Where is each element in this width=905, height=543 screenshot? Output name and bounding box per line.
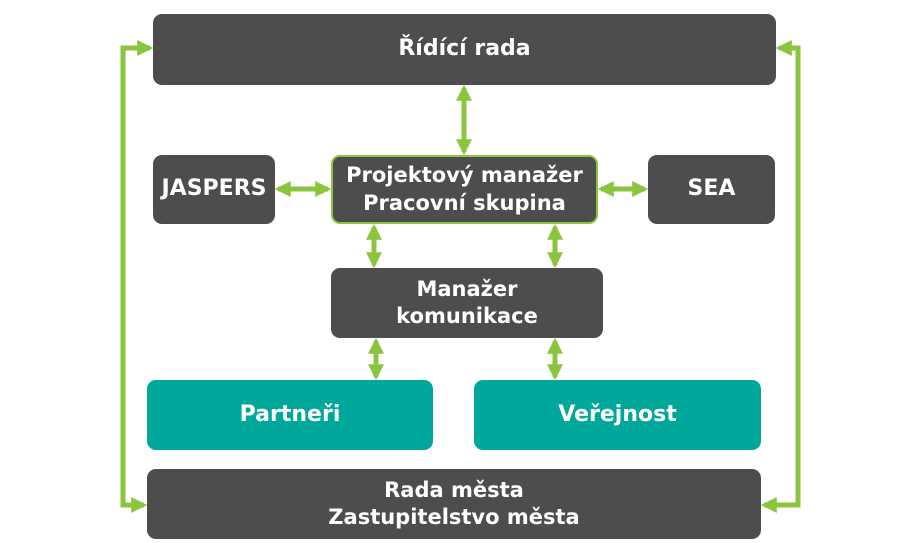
arrow-outer-right (760, 39, 801, 514)
node-jaspers-label: JASPERS (161, 176, 267, 202)
node-projektovy-manazer-line1: Projektový manažer (346, 163, 583, 188)
node-projektovy-manazer-line2: Pracovní skupina (363, 190, 566, 215)
node-verejnost: Veřejnost (474, 380, 761, 450)
node-rada-mesta: Rada města Zastupitelstvo města (147, 469, 761, 539)
arrow-outer-left (120, 39, 154, 514)
node-projektovy-manazer: Projektový manažer Pracovní skupina (331, 155, 598, 224)
node-partneri-label: Partneři (239, 401, 341, 427)
node-manazer-komunikace-line1: Manažer (416, 276, 518, 301)
node-sea: SEA (648, 155, 775, 224)
node-verejnost-label: Veřejnost (558, 401, 677, 427)
node-ridici-rada-label: Řídící rada (398, 36, 531, 62)
node-jaspers: JASPERS (153, 155, 275, 224)
node-manazer-komunikace-line2: komunikace (396, 304, 538, 328)
node-partneri: Partneři (147, 380, 433, 450)
node-manazer-komunikace: Manažer komunikace (331, 268, 603, 338)
node-sea-label: SEA (687, 176, 736, 202)
node-ridici-rada: Řídící rada (153, 14, 776, 85)
node-rada-mesta-line2: Zastupitelstvo města (328, 505, 580, 529)
node-rada-mesta-line1: Rada města (384, 477, 524, 502)
